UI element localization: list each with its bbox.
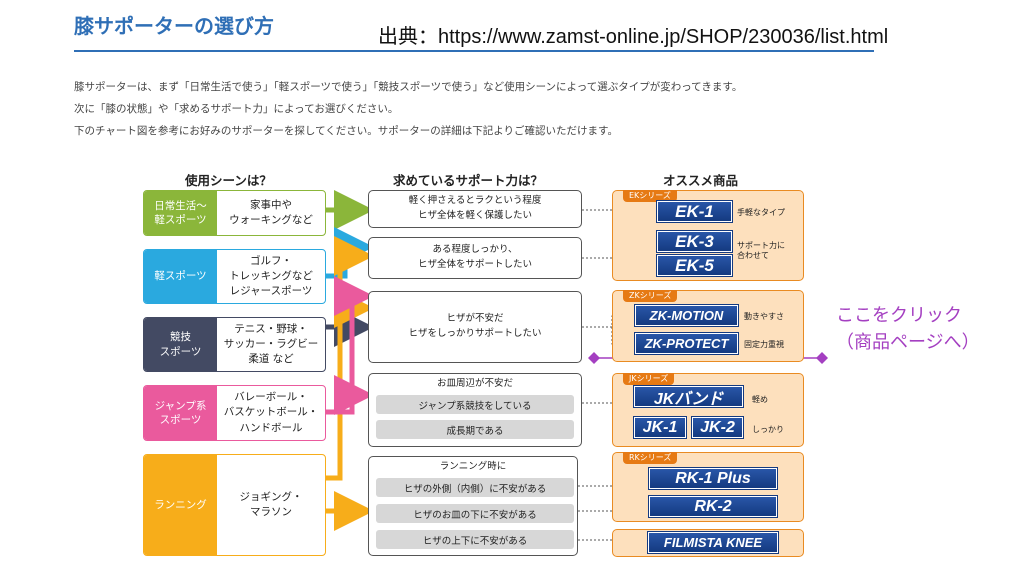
- scene-desc: バレーボール・ バスケットボール・ ハンドボール: [223, 391, 319, 434]
- intro-line-1: 膝サポーターは、まず「日常生活で使う」「軽スポーツで使う」「競技スポーツで使う」…: [74, 81, 743, 93]
- product-ek-1[interactable]: EK-1: [657, 201, 732, 222]
- product-group-rk: RKシリーズ RK-1 Plus RK-2: [612, 452, 804, 522]
- need-kneecap: お皿周辺が不安だ ジャンプ系競技をしている 成長期である: [368, 373, 582, 447]
- product-group-filmista: FILMISTA KNEE: [612, 529, 804, 557]
- product-group-jk: JKシリーズ JKバンド 軽め JK-1 JK-2 しっかり: [612, 373, 804, 447]
- intro-line-3: 下のチャート図を参考にお好みのサポーターを探してください。サポーターの詳細は下記…: [74, 125, 619, 137]
- product-note: しっかり: [752, 425, 784, 434]
- scene-tag: ランニング: [144, 455, 217, 555]
- product-note: 動きやすさ: [744, 312, 784, 321]
- series-label: RKシリーズ: [623, 452, 678, 464]
- need-title: ランニング時に: [439, 461, 507, 472]
- scene-tag: 軽スポーツ: [144, 250, 217, 303]
- product-ek-5[interactable]: EK-5: [657, 255, 732, 276]
- series-label: EKシリーズ: [623, 190, 677, 202]
- title-underline: [74, 50, 874, 52]
- need-option: 成長期である: [376, 420, 574, 439]
- need-option: ヒザのお皿の下に不安がある: [376, 504, 574, 523]
- page-title: 膝サポーターの選び方: [74, 14, 274, 38]
- need-text: ヒザが不安だ ヒザをしっかりサポートしたい: [408, 313, 542, 339]
- intro-line-2: 次に「膝の状態」や「求めるサポート力」によってお選びください。: [74, 103, 399, 115]
- need-text: ある程度しっかり、 ヒザ全体をサポートしたい: [417, 244, 532, 270]
- product-note: サポート力に 合わせて: [737, 241, 785, 261]
- need-light-protection: 軽く押さえるとラクという程度 ヒザ全体を軽く保護したい: [368, 190, 582, 228]
- scene-jump-sports: ジャンプ系 スポーツ バレーボール・ バスケットボール・ ハンドボール: [143, 385, 326, 441]
- product-jk-band[interactable]: JKバンド: [634, 386, 743, 408]
- series-label: JKシリーズ: [623, 373, 675, 385]
- scene-desc: 家事中や ウォーキングなど: [229, 198, 313, 226]
- product-group-ek: EKシリーズ EK-1 手軽なタイプ EK-3 EK-5 サポート力に 合わせて: [612, 190, 804, 281]
- scene-tag: ジャンプ系 スポーツ: [144, 386, 217, 440]
- scene-light-sports: 軽スポーツ ゴルフ・ トレッキングなど レジャースポーツ: [143, 249, 326, 304]
- need-title: お皿周辺が不安だ: [436, 378, 513, 389]
- need-firm-support: ヒザが不安だ ヒザをしっかりサポートしたい: [368, 291, 582, 363]
- scene-desc: テニス・野球・ サッカー・ラグビー 柔道 など: [223, 322, 319, 366]
- need-moderate-support: ある程度しっかり、 ヒザ全体をサポートしたい: [368, 237, 582, 279]
- product-zk-protect[interactable]: ZK-PROTECT: [635, 333, 738, 354]
- product-rk-2[interactable]: RK-2: [649, 496, 777, 517]
- product-jk-1[interactable]: JK-1: [634, 417, 686, 438]
- product-zk-motion[interactable]: ZK-MOTION: [635, 305, 738, 326]
- product-rk-1-plus[interactable]: RK-1 Plus: [649, 468, 777, 489]
- product-note: 手軽なタイプ: [737, 208, 785, 217]
- click-here-callout: ここをクリック （商品ページへ）: [836, 305, 980, 353]
- need-option: ヒザの外側（内側）に不安がある: [376, 478, 574, 497]
- series-label: ZKシリーズ: [623, 290, 678, 302]
- need-text: 軽く押さえるとラクという程度 ヒザ全体を軽く保護したい: [408, 195, 542, 221]
- product-group-zk: ZKシリーズ ZK-MOTION 動きやすさ ZK-PROTECT 固定力重視: [612, 290, 804, 362]
- product-jk-2[interactable]: JK-2: [692, 417, 743, 438]
- scene-tag: 競技 スポーツ: [144, 318, 217, 371]
- column-header-products: オススメ商品: [663, 173, 739, 188]
- scene-desc: ゴルフ・ トレッキングなど レジャースポーツ: [229, 254, 313, 298]
- scene-running: ランニング ジョギング・ マラソン: [143, 454, 326, 556]
- product-note: 軽め: [752, 395, 768, 404]
- scene-tag: 日常生活～ 軽スポーツ: [144, 191, 217, 235]
- product-ek-3[interactable]: EK-3: [657, 231, 732, 252]
- scene-competitive-sports: 競技 スポーツ テニス・野球・ サッカー・ラグビー 柔道 など: [143, 317, 326, 372]
- need-running: ランニング時に ヒザの外側（内側）に不安がある ヒザのお皿の下に不安がある ヒザ…: [368, 456, 578, 556]
- scene-daily-life: 日常生活～ 軽スポーツ 家事中や ウォーキングなど: [143, 190, 326, 236]
- scene-desc: ジョギング・ マラソン: [239, 490, 303, 518]
- product-filmista-knee[interactable]: FILMISTA KNEE: [648, 532, 778, 553]
- need-option: ジャンプ系競技をしている: [376, 395, 574, 414]
- column-header-scene: 使用シーンは？: [185, 173, 272, 188]
- column-header-support: 求めているサポート力は？: [393, 173, 544, 188]
- need-option: ヒザの上下に不安がある: [376, 530, 574, 549]
- product-note: 固定力重視: [744, 340, 784, 349]
- source-label: 出典：https://www.zamst-online.jp/SHOP/2300…: [378, 26, 889, 48]
